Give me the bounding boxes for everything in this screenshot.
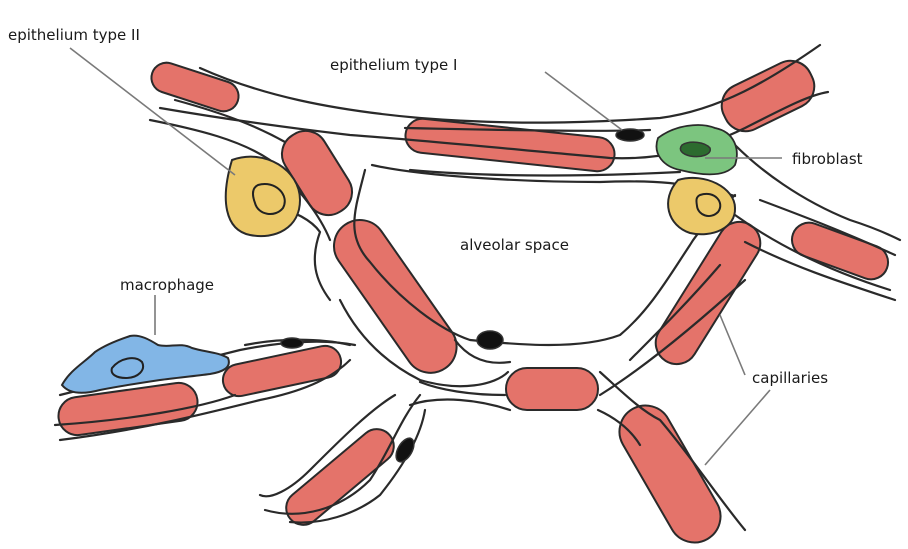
label-fibroblast: fibroblast bbox=[792, 150, 863, 168]
type1-nucleus-left bbox=[281, 338, 303, 348]
type1-nucleus-bottom bbox=[392, 435, 417, 465]
label-epithelium-type1: epithelium type I bbox=[330, 56, 457, 74]
type1-nucleus-top bbox=[616, 129, 644, 141]
macrophage-cell bbox=[62, 336, 229, 393]
leader-capillaries-2 bbox=[705, 390, 770, 465]
label-macrophage: macrophage bbox=[120, 276, 214, 294]
capillary-bottom-center bbox=[506, 368, 598, 410]
type2-cell-right bbox=[668, 178, 735, 234]
label-epithelium-type2: epithelium type II bbox=[8, 26, 140, 44]
fibroblast-cell bbox=[657, 125, 737, 174]
leader-capillaries-1 bbox=[720, 315, 745, 375]
capillary-far-right bbox=[787, 218, 893, 284]
capillary-bottom-right bbox=[610, 396, 730, 549]
label-capillaries: capillaries bbox=[752, 369, 828, 387]
capillary-top-right bbox=[714, 53, 821, 138]
type1-nucleus-center bbox=[477, 331, 503, 349]
label-alveolar-space: alveolar space bbox=[460, 236, 569, 254]
capillary-center-diagonal bbox=[324, 210, 467, 383]
capillary-top-center bbox=[404, 117, 616, 173]
